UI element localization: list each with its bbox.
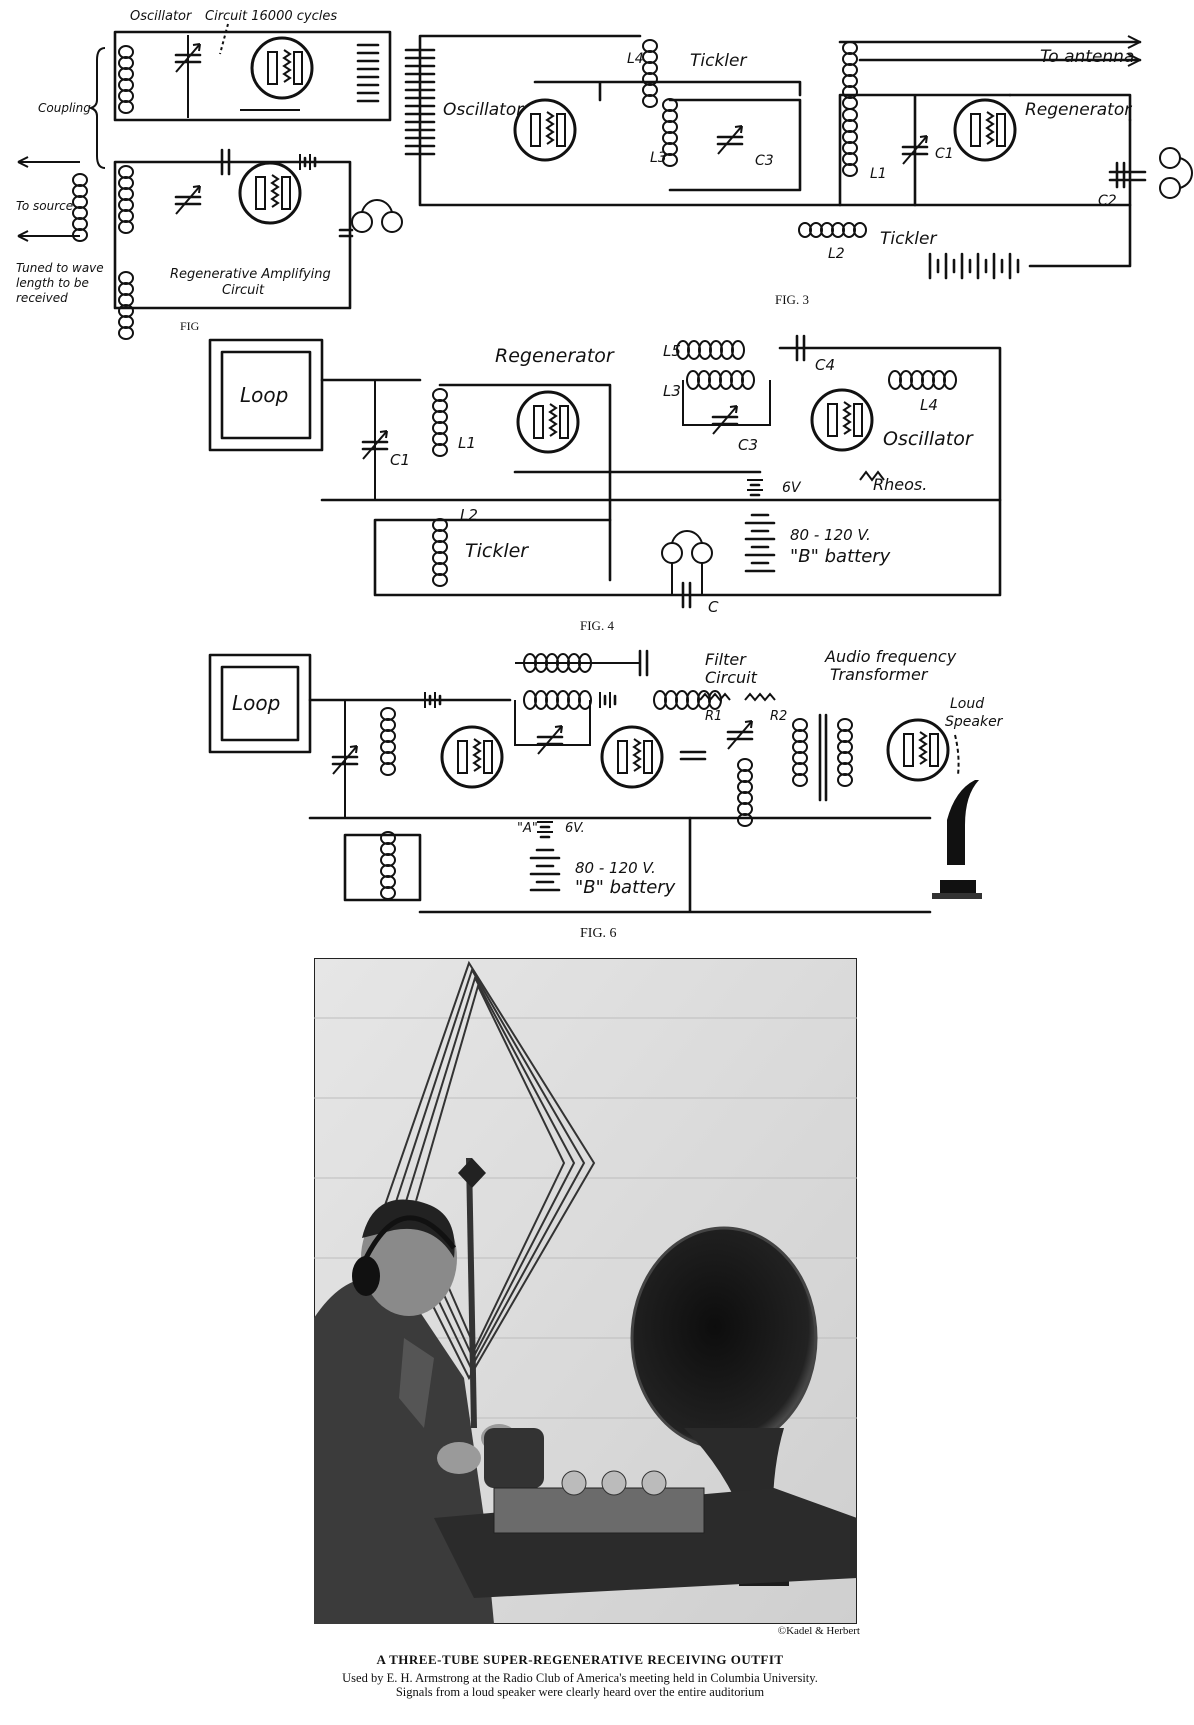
fig2-oscillator-label: Oscillator (130, 9, 193, 24)
fig3-regenerator-label: Regenerator (1025, 100, 1132, 120)
fig3-c1-label: C1 (935, 146, 954, 162)
fig6-af-label-2: Transformer (830, 665, 929, 684)
fig3-antenna-label: To antenna (1040, 47, 1134, 67)
caption-description: Used by E. H. Armstrong at the Radio Clu… (342, 1671, 818, 1699)
photo-illustration (314, 958, 857, 1624)
fig6-r1-label: R1 (705, 709, 722, 724)
fig6-loud-label: Loud (950, 696, 984, 712)
figure-3: Tickler L4 Oscillator L3 C3 To antenna L… (404, 34, 1193, 307)
fig4-tickler-label: Tickler (465, 540, 529, 562)
fig3-c3-label: C3 (755, 153, 774, 169)
fig6-loop-label: Loop (232, 691, 280, 715)
fig2-coupling-label: Coupling (38, 101, 91, 115)
photo-caption: A THREE-TUBE SUPER-REGENERATIVE RECEIVIN… (300, 1652, 860, 1699)
fig4-l4-label: L4 (920, 396, 938, 414)
fig3-caption: FIG. 3 (775, 292, 809, 307)
fig4-l1-label: L1 (458, 434, 476, 452)
figure-2: Oscillator Circuit 16000 cycles Coupling… (16, 9, 403, 340)
fig2-regen-label: Regenerative Amplifying (170, 267, 331, 282)
fig3-oscillator-label: Oscillator (443, 100, 524, 120)
fig2-source-label: To source (16, 199, 73, 213)
fig4-6v-label: 6V (782, 480, 802, 496)
fig6-speaker-label: Speaker (945, 714, 1004, 730)
fig2-tuned-line2: length to be (16, 276, 89, 290)
fig4-oscillator-label: Oscillator (883, 428, 974, 450)
fig4-loop-label: Loop (240, 383, 288, 407)
fig2-circuit-label: Circuit 16000 cycles (205, 9, 337, 24)
fig4-l5-label: L5 (663, 342, 681, 360)
armstrong-photograph (314, 958, 857, 1624)
fig6-caption: FIG. 6 (580, 926, 617, 941)
fig6-r2-label: R2 (770, 709, 787, 724)
fig3-l1-label: L1 (870, 166, 887, 182)
fig3-tickler-l2-label: Tickler (880, 229, 937, 249)
fig6-b-battery-line1: 80 - 120 V. (575, 859, 656, 877)
caption-title: A THREE-TUBE SUPER-REGENERATIVE RECEIVIN… (376, 1652, 784, 1667)
fig3-l4-label: L4 (627, 51, 644, 67)
fig2-regen-label-2: Circuit (222, 283, 265, 298)
fig6-a-label: "A" (517, 821, 538, 836)
fig6-filter-label-2: Circuit (705, 668, 758, 687)
fig2-tuned-line1: Tuned to wave (16, 261, 104, 275)
fig4-c-label: C (708, 598, 719, 616)
fig4-b-battery-line2: "B" battery (790, 546, 891, 567)
fig3-c2-label: C2 (1098, 193, 1117, 209)
fig4-b-battery-line1: 80 - 120 V. (790, 526, 871, 544)
fig4-rheos-label: Rheos. (873, 475, 927, 494)
fig6-6v-label: 6V. (565, 821, 585, 836)
fig4-regenerator-label: Regenerator (495, 345, 615, 367)
loud-speaker-icon (932, 780, 982, 899)
fig4-c4-label: C4 (815, 356, 835, 374)
fig4-l3-label: L3 (663, 382, 681, 400)
fig4-caption: FIG. 4 (580, 618, 614, 633)
fig3-l2-label: L2 (828, 246, 845, 262)
figure-4: Loop C1 L1 Regenerator L5 C4 L3 C3 L4 Os… (208, 334, 1002, 633)
fig2-tuned-line3: received (16, 291, 68, 305)
fig6-af-label: Audio frequency (824, 647, 957, 666)
fig4-l2-label: L2 (460, 506, 478, 524)
fig6-filter-label: Filter (705, 650, 747, 669)
fig2-caption: FIG (180, 319, 200, 333)
fig4-c1-label: C1 (390, 451, 410, 469)
figure-6: Loop Filter Circuit R1 R2 Audio frequenc… (208, 647, 1004, 941)
fig3-tickler-l4-label: Tickler (690, 51, 747, 71)
fig4-c3-label: C3 (738, 436, 758, 454)
fig3-l3-label: L3 (650, 150, 667, 166)
photo-credit: ©Kadel & Herbert (777, 1625, 860, 1637)
fig6-b-battery-line2: "B" battery (575, 877, 676, 898)
